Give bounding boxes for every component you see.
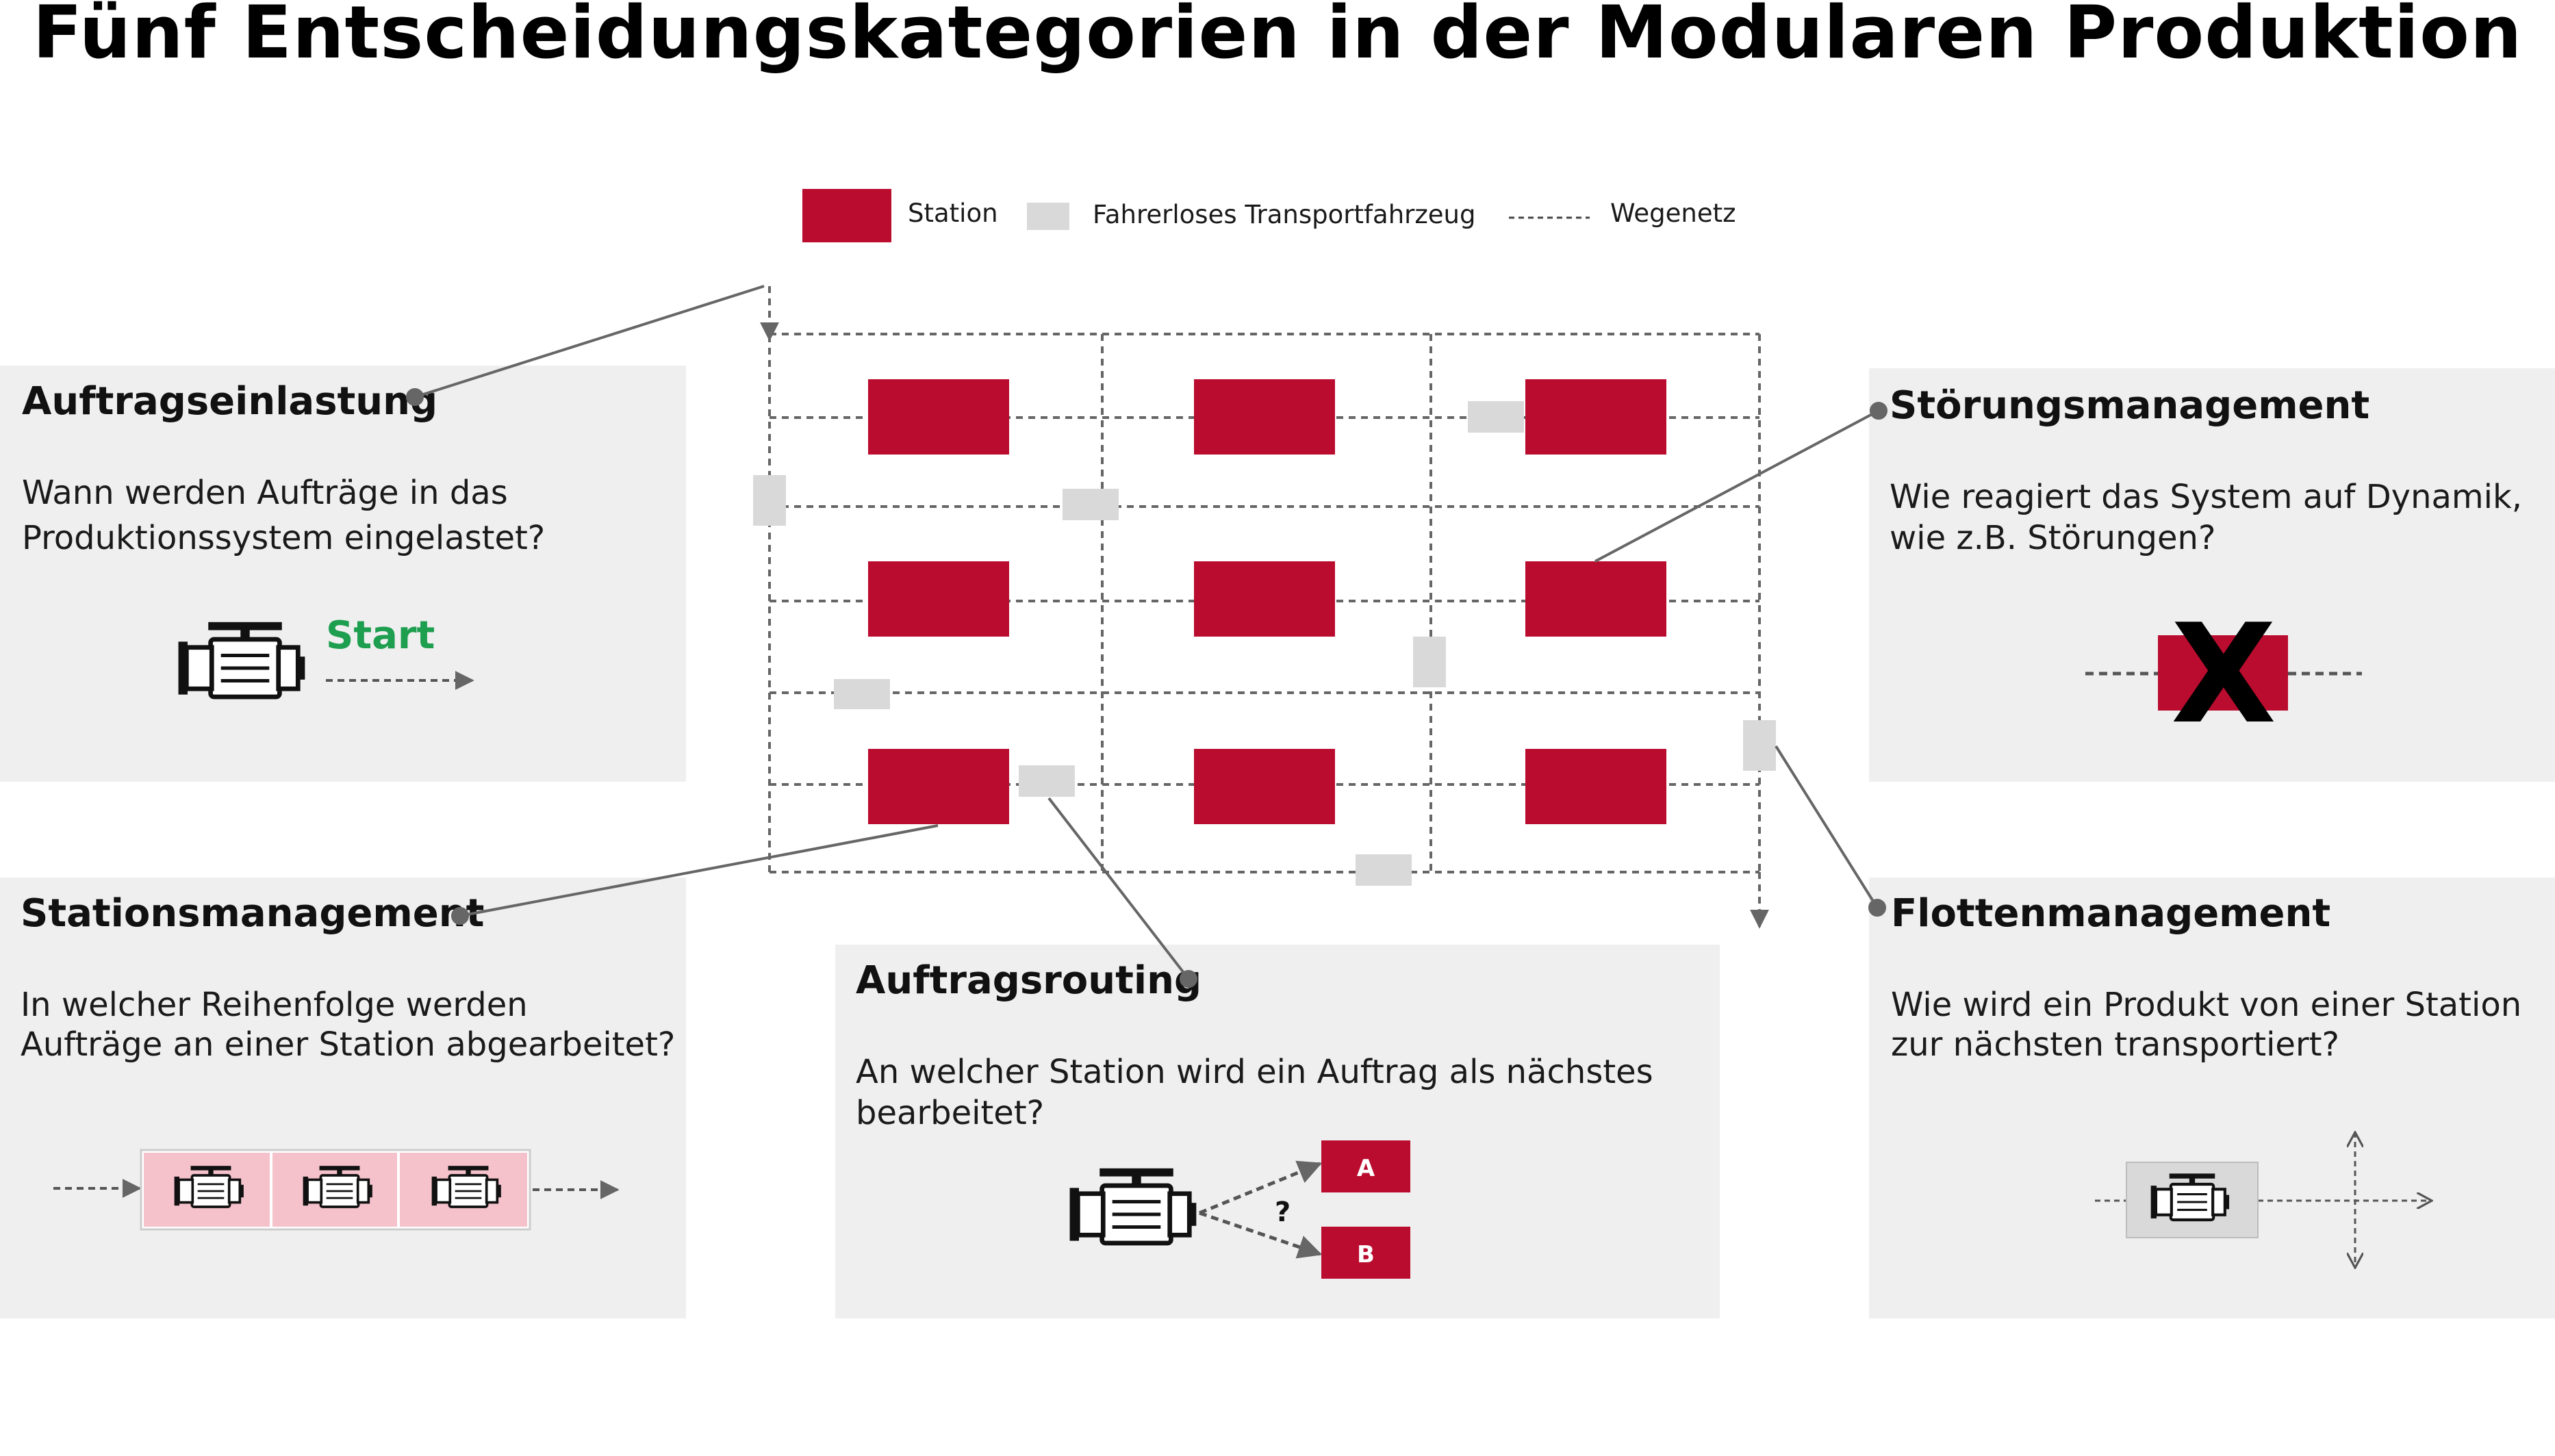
agv-icon (1063, 489, 1119, 520)
agv-icon (753, 475, 786, 526)
station-icon (868, 561, 1009, 637)
start-label: Start (326, 613, 435, 658)
option-a-station-icon (1321, 1140, 1410, 1192)
stoerungsmanagement-text-1: Wie reagiert das System auf Dynamik, (1890, 478, 2523, 516)
auftragsrouting-text-1: An welcher Station wird ein Auftrag als … (856, 1053, 1653, 1091)
flottenmanagement-title: Flottenmanagement (1891, 891, 2331, 936)
agv-icon (1468, 401, 1524, 433)
agv-icon (1413, 637, 1446, 687)
station-icon (1194, 561, 1335, 637)
option-b-station-icon (1321, 1227, 1410, 1279)
stationsmanagement-text-2: Aufträge an einer Station abgearbeitet? (21, 1025, 676, 1064)
auftragseinlastung-text-1: Wann werden Aufträge in das (22, 474, 508, 512)
fault-x-icon: X (2171, 595, 2276, 754)
legend-station-icon (802, 189, 891, 242)
legend-path-label: Wegenetz (1610, 199, 1736, 228)
station-icon (868, 379, 1009, 455)
auftragseinlastung-title: Auftragseinlastung (22, 379, 438, 424)
agv-icon (1356, 854, 1412, 886)
auftragsrouting-text-2: bearbeitet? (856, 1094, 1045, 1132)
station-icon (1194, 749, 1335, 824)
station-icon (1525, 379, 1666, 455)
engine-icon (1070, 1168, 1197, 1243)
queue (140, 1149, 531, 1231)
flottenmanagement-text-1: Wie wird ein Produkt von einer Station (1891, 986, 2522, 1024)
stationsmanagement-title: Stationsmanagement (21, 891, 485, 936)
faulty-station-icon (2158, 635, 2288, 711)
engine-icon (179, 622, 305, 697)
panel-auftragseinlastung (0, 366, 686, 782)
stoerungsmanagement-text-2: wie z.B. Störungen? (1890, 519, 2216, 557)
legend-station-label: Station (908, 199, 998, 228)
route-b-arrow-icon (1199, 1211, 1323, 1259)
option-b-label: B (1357, 1241, 1375, 1268)
panel-flottenmanagement (1869, 878, 2555, 1318)
option-a-label: A (1357, 1155, 1375, 1182)
stations (868, 379, 1666, 824)
agv-icon (834, 679, 890, 709)
panel-auftragsrouting (835, 945, 1720, 1318)
station-icon (1525, 561, 1666, 637)
station-icon (1525, 749, 1666, 824)
stationsmanagement-text-1: In welcher Reihenfolge werden (21, 986, 528, 1024)
legend-agv-icon (1027, 203, 1069, 230)
agv-icon (1743, 720, 1776, 771)
connectors (406, 285, 1887, 988)
legend-agv-label: Fahrerloses Transportfahrzeug (1093, 200, 1476, 229)
panel-stationsmanagement (0, 878, 686, 1318)
panel-stoerungsmanagement (1869, 368, 2555, 782)
route-a-arrow-icon (1199, 1160, 1323, 1215)
auftragsrouting-title: Auftragsrouting (856, 958, 1202, 1003)
page-title: Fünf Entscheidungskategorien in der Modu… (32, 0, 2523, 75)
agvs (753, 401, 1776, 886)
agv-icon (1019, 765, 1075, 797)
station-icon (1194, 379, 1335, 455)
station-icon (868, 749, 1009, 824)
stoerungsmanagement-title: Störungsmanagement (1890, 383, 2370, 428)
flottenmanagement-text-2: zur nächsten transportiert? (1891, 1025, 2339, 1064)
route-question: ? (1275, 1197, 1291, 1228)
auftragseinlastung-text-2: Produktionssystem eingelastet? (22, 519, 546, 557)
